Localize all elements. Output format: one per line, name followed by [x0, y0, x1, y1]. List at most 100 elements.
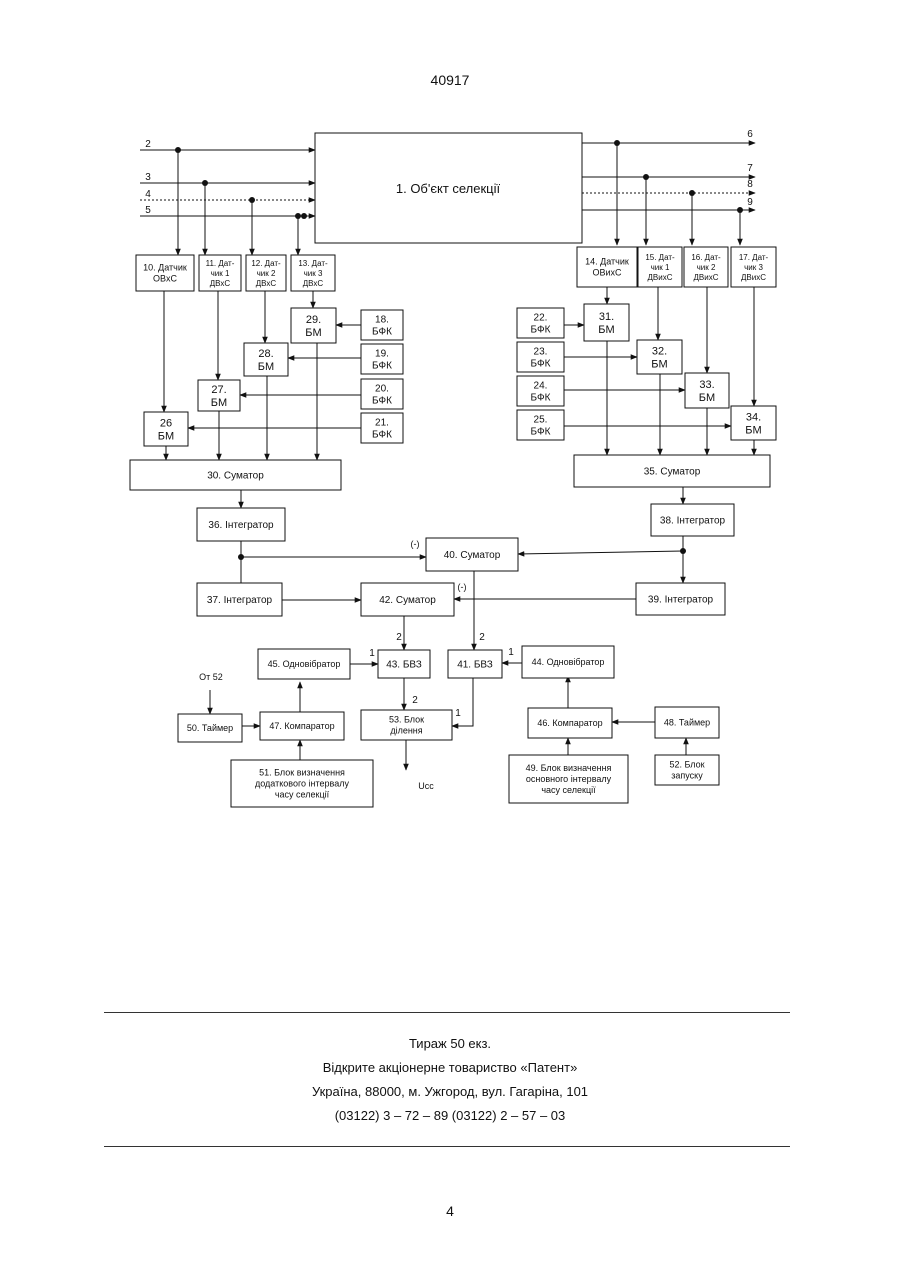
block-49-label-line: часу селекції: [541, 785, 596, 795]
block-16: 16. Дат-чик 2ДВихС: [684, 247, 728, 287]
input-label-4: 4: [145, 189, 151, 200]
block-40-label-line: 40. Суматор: [444, 550, 501, 561]
block-22-label-line: 22.: [534, 313, 548, 324]
block-52-label-line: 52. Блок: [669, 760, 704, 770]
block-17-label-line: ДВихС: [741, 273, 766, 282]
block-19-label-line: БФК: [372, 361, 392, 372]
footer-publisher: Відкрите акціонерне товариство «Патент»: [0, 1060, 900, 1075]
block-47-label-line: 47. Компаратор: [269, 721, 334, 731]
block-15-label-line: чик 1: [651, 263, 670, 272]
block-48: 48. Таймер: [655, 707, 719, 738]
block-33-label-line: 33.: [699, 379, 714, 391]
block-53-label-line: ділення: [390, 726, 422, 736]
block-28-label-line: 28.: [258, 348, 273, 360]
block-31-label-line: БМ: [598, 324, 614, 336]
block-41-label-line: 41. БВЗ: [457, 660, 493, 671]
block-22-label-line: БФК: [531, 325, 551, 336]
junction-dot: [643, 174, 649, 180]
block-20-label-line: БФК: [372, 396, 392, 407]
block-15-label-line: 15. Дат-: [645, 253, 675, 262]
output-label-9: 9: [747, 197, 753, 208]
minus-sign-40: (-): [411, 539, 420, 549]
block-36-label-line: 36. Інтегратор: [208, 520, 274, 531]
block-49-label-line: 49. Блок визначення: [526, 763, 612, 773]
block-12-label-line: чик 2: [257, 269, 276, 278]
footer-address: Україна, 88000, м. Ужгород, вул. Гагарін…: [0, 1084, 900, 1099]
block-42-label-line: 42. Суматор: [379, 595, 436, 606]
footer-phones: (03122) 3 – 72 – 89 (03122) 2 – 57 – 03: [0, 1108, 900, 1123]
block-14: 14. ДатчикОВихС: [577, 247, 637, 287]
block-14-label-line: 14. Датчик: [585, 257, 629, 267]
block-48-label-line: 48. Таймер: [664, 718, 710, 728]
block-28: 28.БМ: [244, 343, 288, 376]
block-11: 11. Дат-чик 1ДВхС: [199, 255, 241, 291]
block-35-label-line: 35. Суматор: [644, 467, 701, 478]
object-block-label: 1. Об'єкт селекції: [396, 181, 501, 196]
junction-dot: [680, 548, 686, 554]
block-29-label-line: БМ: [305, 327, 321, 339]
block-11-label-line: 11. Дат-: [206, 259, 235, 268]
output-label-7: 7: [747, 163, 753, 174]
block-17-label-line: чик 3: [744, 263, 763, 272]
block-24-label-line: 24.: [534, 381, 548, 392]
port-label: 2: [412, 695, 418, 706]
block-13-label-line: ДВхС: [303, 279, 324, 288]
block-33: 33.БМ: [685, 373, 729, 408]
block-53: 53. Блокділення: [361, 710, 452, 740]
block-38-label-line: 38. Інтегратор: [660, 516, 726, 527]
block-1-object: 1. Об'єкт селекції: [315, 133, 582, 243]
junction-dot: [249, 197, 255, 203]
junction-dot: [301, 213, 307, 219]
block-27: 27.БМ: [198, 380, 240, 411]
block-15-label-line: ДВихС: [648, 273, 673, 282]
port-label: 1: [455, 708, 461, 719]
block-26-label-line: БМ: [158, 430, 174, 442]
junction-dot: [175, 147, 181, 153]
ucc-output-label: Ucc: [418, 781, 434, 791]
input-label-5: 5: [145, 205, 151, 216]
port-label: 1: [369, 648, 375, 659]
block-27-label-line: БМ: [211, 397, 227, 409]
block-49: 49. Блок визначенняосновного інтервалуча…: [509, 755, 628, 803]
block-29-label-line: 29.: [306, 314, 321, 326]
input-label-2: 2: [145, 139, 151, 150]
from-52-label: От 52: [199, 672, 223, 682]
block-40: 40. Суматор: [426, 538, 518, 571]
block-21-label-line: 21.: [375, 418, 389, 429]
block-12-label-line: ДВхС: [256, 279, 277, 288]
block-45: 45. Одновібратор: [258, 649, 350, 679]
block-25: 25.БФК: [517, 410, 564, 440]
block-19: 19.БФК: [361, 344, 403, 374]
block-44: 44. Одновібратор: [522, 646, 614, 678]
block-11-label-line: чик 1: [211, 269, 230, 278]
block-52-label-line: запуску: [671, 771, 703, 781]
footer-divider-bottom: [104, 1146, 790, 1147]
block-26: 26БМ: [144, 412, 188, 446]
block-51-label-line: 51. Блок визначення: [259, 768, 345, 778]
block-47: 47. Компаратор: [260, 712, 344, 740]
block-31: 31.БМ: [584, 304, 629, 341]
block-13-label-line: 13. Дат-: [298, 259, 328, 268]
block-18: 18.БФК: [361, 310, 403, 340]
block-17: 17. Дат-чик 3ДВихС: [731, 247, 776, 287]
block-34-label-line: БМ: [745, 424, 761, 436]
junction-dot: [689, 190, 695, 196]
block-23-label-line: 23.: [534, 347, 548, 358]
block-20-label-line: 20.: [375, 384, 389, 395]
block-21: 21.БФК: [361, 413, 403, 443]
input-label-3: 3: [145, 172, 151, 183]
block-10: 10. ДатчикОВхС: [136, 255, 194, 291]
block-16-label-line: 16. Дат-: [691, 253, 721, 262]
block-13: 13. Дат-чик 3ДВхС: [291, 255, 335, 291]
block-23-label-line: БФК: [531, 359, 551, 370]
block-53-label-line: 53. Блок: [389, 715, 424, 725]
block-44-label-line: 44. Одновібратор: [532, 657, 605, 667]
port-label: 2: [479, 632, 485, 643]
block-43-label-line: 43. БВЗ: [386, 660, 422, 671]
block-23: 23.БФК: [517, 342, 564, 372]
block-30: 30. Суматор: [130, 460, 341, 490]
junction-dot: [614, 140, 620, 146]
block-42: 42. Суматор: [361, 583, 454, 616]
port-label: 1: [508, 647, 514, 658]
block-10-label-line: ОВхС: [153, 274, 177, 284]
